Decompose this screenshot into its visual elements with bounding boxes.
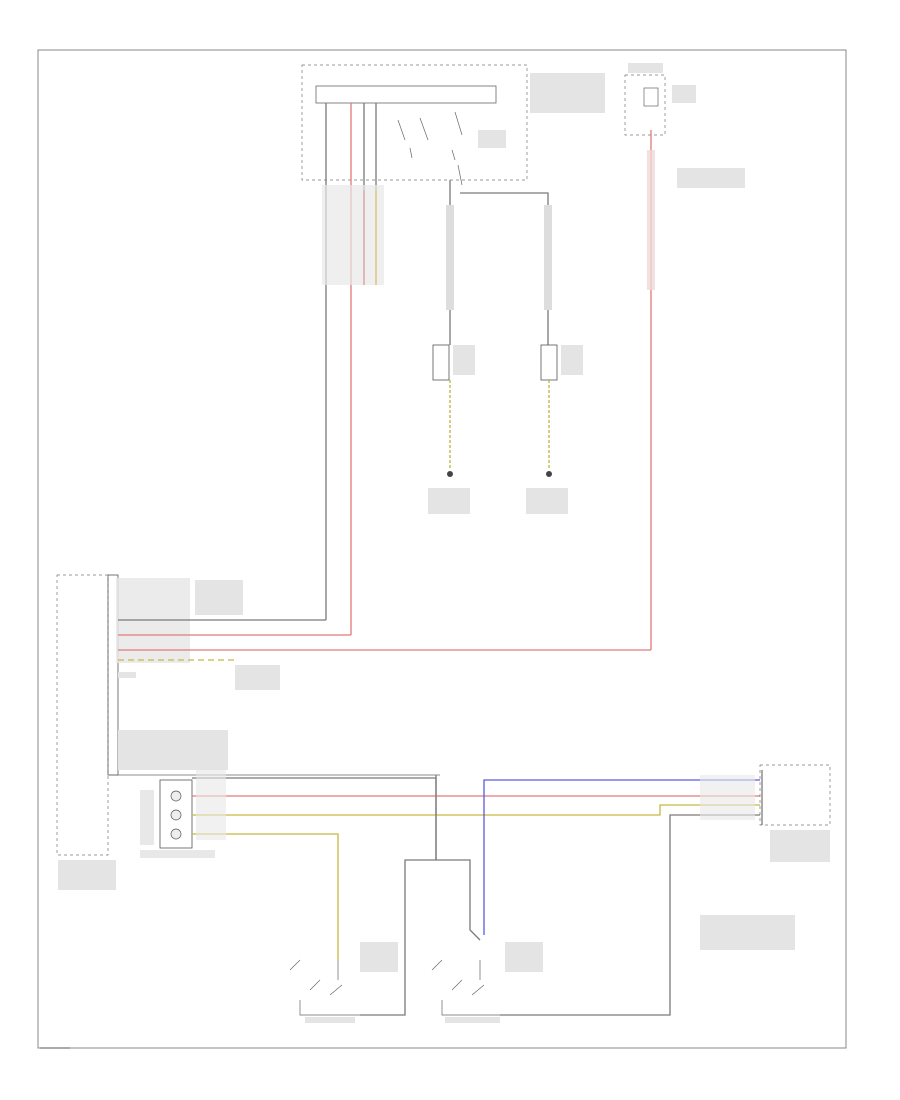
left-wire-label-block [446, 205, 454, 310]
top-module-dashed-box [301, 64, 528, 181]
left-ground-point [447, 471, 453, 477]
right-lamp [540, 344, 558, 381]
top-module-label-block [530, 73, 605, 113]
right-ground-label-block [526, 488, 568, 514]
right-lamp-label-block [561, 345, 583, 375]
fuse-wire-label-block [647, 150, 655, 290]
connector-pin-2 [170, 809, 182, 821]
left-module-wires [118, 580, 651, 690]
left-module-dashed-box [56, 574, 109, 856]
right-switch [431, 942, 543, 1023]
bottom-wire-label-block [196, 770, 226, 840]
top-module-connector-block [315, 85, 497, 104]
left-module-title-block [58, 860, 116, 890]
right-ground-point [546, 471, 552, 477]
fuse-dashed-box [624, 74, 666, 136]
bottom-wires [192, 770, 760, 1016]
bottom-connector-label-block [118, 730, 228, 770]
bottom-connector-body [159, 779, 193, 849]
left-module-pin-note-block [118, 672, 136, 678]
right-lamp-circuit [460, 192, 583, 514]
bottom-connector [108, 730, 440, 858]
diagram-frame [37, 49, 847, 1049]
connector-bottom-pin-labels [140, 850, 215, 858]
top-wire-label-block [322, 185, 384, 285]
left-switch [289, 942, 398, 1023]
connector-pin-3 [170, 828, 182, 840]
left-lamp [432, 344, 450, 381]
top-connector-wires [322, 103, 384, 635]
connector-pin-1 [170, 790, 182, 802]
fuse-element [643, 87, 659, 107]
left-lamp-label-block [453, 345, 475, 375]
left-ground-label-block [428, 488, 470, 514]
right-switch-contacts [431, 959, 500, 1016]
top-module-switch-contacts [397, 111, 463, 186]
right-switch-label-block [505, 942, 543, 972]
right-wire-label-block [544, 205, 552, 310]
right-module-label-block [770, 830, 830, 862]
fuse-right-label-block [672, 85, 696, 103]
right-control-module [700, 764, 831, 950]
left-module-ground-note-block [235, 665, 280, 690]
left-switch-label-block [360, 942, 398, 972]
left-switch-pin-labels [305, 1017, 355, 1023]
fuse-block [624, 63, 745, 650]
left-module-wire-note-block [195, 580, 243, 615]
switch-loop-wiring [360, 775, 481, 1016]
left-switch-contacts [289, 959, 360, 1016]
right-wire-label-block-bottom [700, 775, 755, 820]
bottom-right-note-block [700, 915, 795, 950]
top-module-switch-label-block [478, 130, 506, 148]
top-switch-module [301, 64, 605, 186]
right-switch-pin-labels [445, 1017, 500, 1023]
fuse-label-block [628, 63, 663, 73]
left-lamp-circuit [428, 180, 475, 514]
fuse-note-label-block [677, 168, 745, 188]
connector-left-pin-labels [140, 790, 154, 845]
right-module-dashed-box [759, 764, 831, 826]
